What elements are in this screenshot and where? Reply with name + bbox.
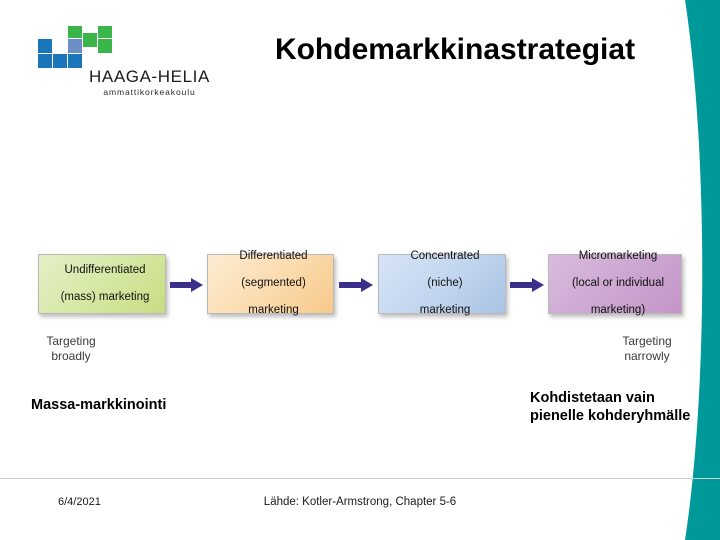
footer-date: 6/4/2021 <box>58 496 101 508</box>
logo-subline: ammattikorkeakoulu <box>103 87 196 97</box>
box-line: Micromarketing <box>578 250 658 263</box>
strategy-box-concentrated: Concentrated (niche) marketing <box>378 250 506 316</box>
arrow-right-icon-2 <box>339 278 374 292</box>
box-line: (niche) <box>427 277 463 290</box>
slide-title: Kohdemarkkinastrategiat <box>274 33 636 66</box>
annotation-small-target-group: Kohdistetaan vain pienelle kohderyhmälle <box>530 390 691 424</box>
targeting-narrowly-label: Targeting narrowly <box>622 334 672 363</box>
strategy-box-differentiated: Differentiated (segmented) marketing <box>207 250 334 316</box>
footer-divider <box>0 478 720 479</box>
arrow-right-icon-1 <box>170 278 204 292</box>
targeting-broadly-label: Targeting broadly <box>46 334 96 363</box>
box-line: Differentiated <box>239 250 308 263</box>
strategy-diagram: Undifferentiated (mass) marketing Differ… <box>0 250 720 375</box>
box-line: Undifferentiated <box>64 263 146 276</box>
logo-wordmark: HAAGA-HELIA <box>89 67 210 86</box>
box-line: marketing) <box>590 304 646 317</box>
box-line: marketing <box>248 304 299 317</box>
footer-source: Lähde: Kotler-Armstrong, Chapter 5-6 <box>263 496 457 508</box>
box-line: (mass) marketing <box>60 290 150 303</box>
box-line: marketing <box>419 304 471 317</box>
strategy-box-micromarketing: Micromarketing (local or individual mark… <box>548 250 682 316</box>
annotation-mass-marketing: Massa-markkinointi <box>31 397 167 413</box>
arrow-right-icon-3 <box>510 278 545 292</box>
logo-mark-icon <box>38 26 114 72</box>
box-line: (segmented) <box>241 277 306 290</box>
box-line: (local or individual <box>571 277 665 290</box>
haaga-helia-logo: HAAGA-HELIA ammattikorkeakoulu <box>30 26 220 97</box>
strategy-box-undifferentiated: Undifferentiated (mass) marketing <box>38 254 166 314</box>
box-line: Concentrated <box>410 250 480 263</box>
